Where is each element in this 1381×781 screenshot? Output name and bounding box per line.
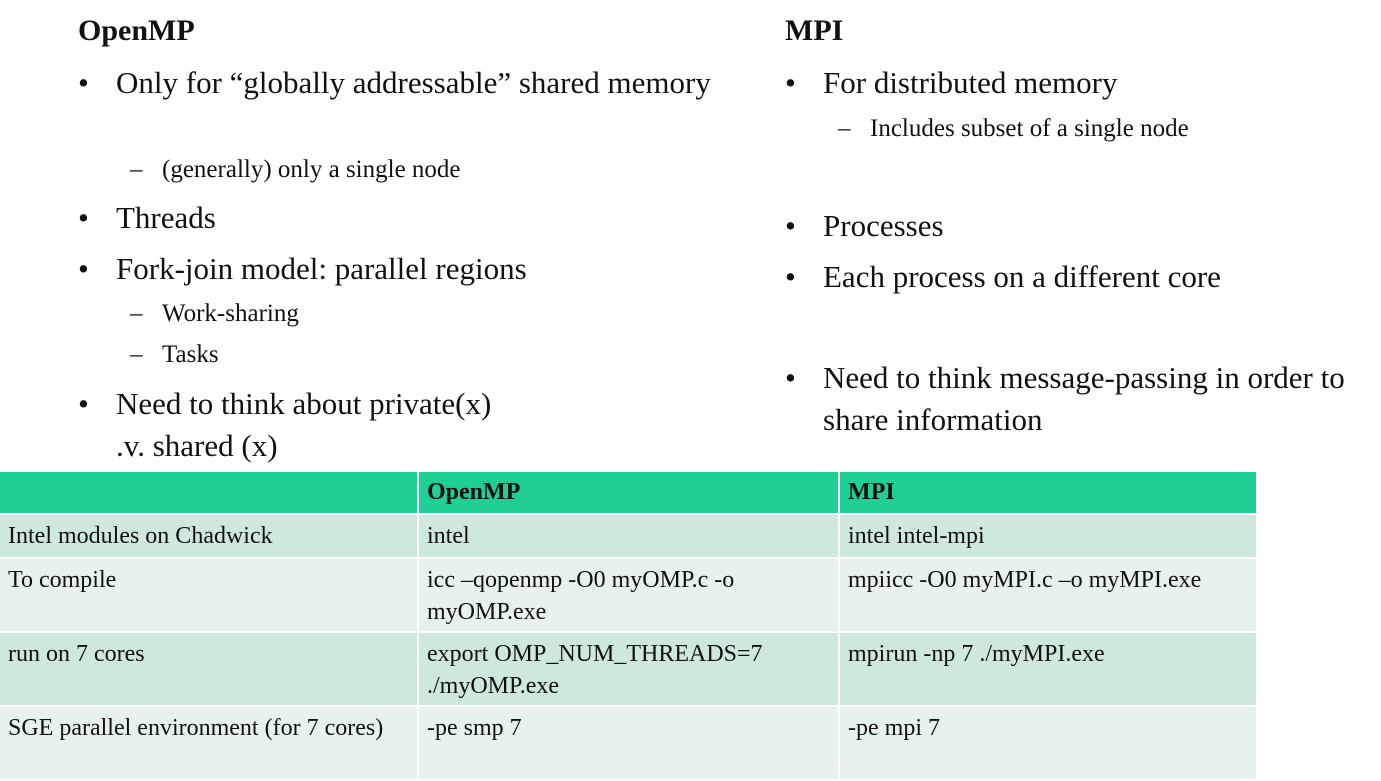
openmp-sub-tasks: Tasks: [130, 340, 562, 370]
openmp-bullet-shared-memory: Only for “globally addressable” shared m…: [78, 62, 716, 104]
table-row: SGE parallel environment (for 7 cores) -…: [0, 706, 1258, 781]
table-header-openmp: OpenMP: [418, 472, 840, 515]
openmp-sub-work-sharing: Work-sharing: [130, 299, 562, 329]
table-cell: export OMP_NUM_THREADS=7 ./myOMP.exe: [418, 632, 840, 707]
table-cell: -pe smp 7: [418, 706, 840, 781]
openmp-bullet-private-shared: Need to think about private(x) .v. share…: [78, 383, 516, 467]
mpi-bullet-message-passing: Need to think message-passing in order t…: [785, 357, 1381, 441]
mpi-sub-subset-node: Includes subset of a single node: [838, 114, 1370, 144]
table-header-mpi: MPI: [839, 472, 1258, 515]
comparison-table: OpenMP MPI Intel modules on Chadwick int…: [0, 472, 1258, 781]
openmp-sub-single-node: (generally) only a single node: [130, 155, 662, 185]
openmp-bullet-fork-join: Fork-join model: parallel regions: [78, 248, 756, 290]
table-header-row: OpenMP MPI: [0, 472, 1258, 515]
table-cell: -pe mpi 7: [839, 706, 1258, 781]
table-cell: SGE parallel environment (for 7 cores): [0, 706, 419, 781]
table-cell: intel: [418, 514, 840, 559]
table-row: Intel modules on Chadwick intel intel in…: [0, 514, 1258, 559]
table-cell: To compile: [0, 558, 419, 633]
table-cell: intel intel-mpi: [839, 514, 1258, 559]
openmp-bullet-threads: Threads: [78, 197, 716, 239]
table-cell: Intel modules on Chadwick: [0, 514, 419, 559]
table-row: To compile icc –qopenmp -O0 myOMP.c -o m…: [0, 558, 1258, 633]
mpi-heading: MPI: [785, 14, 844, 47]
mpi-bullet-distributed-memory: For distributed memory: [785, 62, 1381, 104]
table-cell: mpirun -np 7 ./myMPI.exe: [839, 632, 1258, 707]
table-cell: run on 7 cores: [0, 632, 419, 707]
table-row: run on 7 cores export OMP_NUM_THREADS=7 …: [0, 632, 1258, 707]
mpi-bullet-processes: Processes: [785, 205, 1381, 247]
table-cell: icc –qopenmp -O0 myOMP.c -o myOMP.exe: [418, 558, 840, 633]
table-header-empty: [0, 472, 419, 515]
openmp-heading: OpenMP: [78, 14, 195, 47]
mpi-bullet-process-core: Each process on a different core: [785, 256, 1381, 298]
table-cell: mpiicc -O0 myMPI.c –o myMPI.exe: [839, 558, 1258, 633]
